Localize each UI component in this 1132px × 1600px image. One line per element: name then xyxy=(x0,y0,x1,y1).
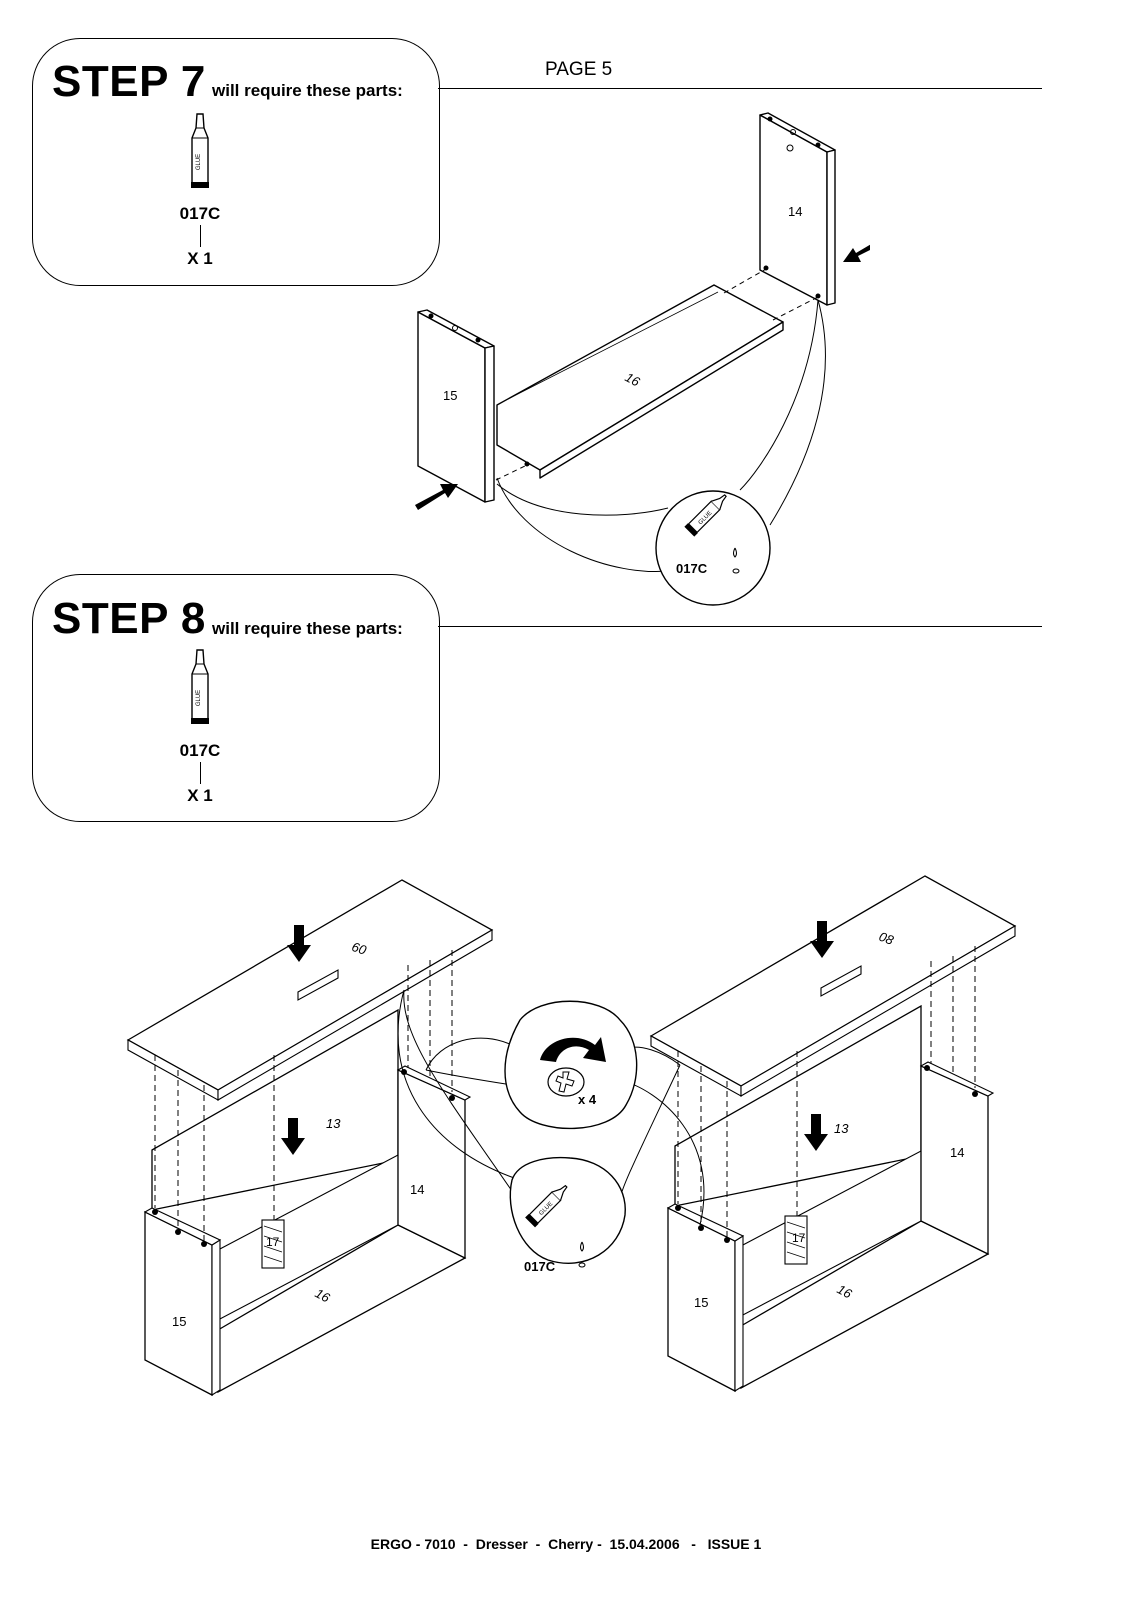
callout-part-code: 017C xyxy=(524,1259,556,1274)
screw-head-icon xyxy=(547,1067,585,1097)
label-panel-13: 13 xyxy=(834,1121,849,1136)
step7-part-qty: X 1 xyxy=(187,249,213,268)
cabinet-view-right: 08 13 14 17 16 15 xyxy=(650,875,1016,1392)
callout-part-code: 017C xyxy=(676,561,708,576)
step7-title: STEP 7 xyxy=(52,57,206,106)
push-arrow-icon xyxy=(843,244,870,262)
step7-parts-box xyxy=(32,38,440,286)
label-panel-09: 09 xyxy=(350,939,368,958)
glue-callout: GLUE 017C xyxy=(509,1156,626,1274)
step8-qty-connector xyxy=(200,762,201,784)
step8-title: STEP 8 xyxy=(52,594,206,643)
step8-assembly-drawing: 09 13 14 17 16 15 08 13 14 17 16 15 x 4 xyxy=(127,875,1016,1396)
document-footer: ERGO - 7010 - Dresser - Cherry - 15.04.2… xyxy=(370,1536,762,1552)
glue-tube-icon: GLUE xyxy=(191,113,209,188)
step7-qty-connector xyxy=(200,225,201,247)
label-panel-17: 17 xyxy=(266,1235,280,1249)
screw-callout: x 4 xyxy=(504,1000,638,1130)
page-number: PAGE 5 xyxy=(545,59,613,80)
glue-tube-icon: GLUE xyxy=(525,1184,568,1228)
label-panel-08: 08 xyxy=(877,929,896,948)
step7-assembly-drawing: 14 16 15 GLUE 017C xyxy=(415,112,870,606)
step8-rule xyxy=(438,626,1042,627)
label-panel-14: 14 xyxy=(950,1145,964,1160)
label-panel-17: 17 xyxy=(792,1231,806,1245)
label-panel-15: 15 xyxy=(443,388,457,403)
label-panel-14: 14 xyxy=(788,204,802,219)
screwdriver-rotate-icon xyxy=(540,1037,606,1062)
label-panel-14: 14 xyxy=(410,1182,424,1197)
step8-part-code: 017C xyxy=(179,741,221,760)
glue-callout-circle xyxy=(655,490,771,606)
step8-subtitle: will require these parts: xyxy=(212,619,403,638)
step7-rule xyxy=(438,88,1042,89)
cabinet-view-left: 09 13 14 17 16 15 xyxy=(127,879,493,1396)
glue-tube-label: GLUE xyxy=(196,154,202,170)
glue-tube-label: GLUE xyxy=(196,690,202,706)
label-panel-15: 15 xyxy=(694,1295,708,1310)
screw-qty: x 4 xyxy=(578,1092,597,1107)
step8-part-qty: X 1 xyxy=(187,786,213,805)
step7-subtitle: will require these parts: xyxy=(212,81,403,100)
label-panel-15: 15 xyxy=(172,1314,186,1329)
step7-part-code: 017C xyxy=(179,204,221,223)
glue-tube-icon: GLUE xyxy=(191,649,209,724)
step8-parts-box xyxy=(32,574,440,822)
label-panel-13: 13 xyxy=(326,1116,341,1131)
push-arrow-icon xyxy=(415,484,458,510)
